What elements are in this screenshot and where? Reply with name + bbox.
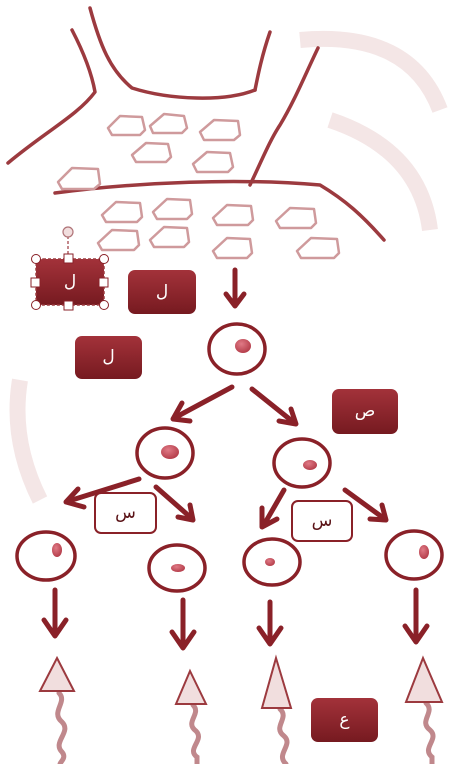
tissue-line-left [6,28,97,165]
arrow-down-3 [256,599,284,647]
tissue-cell [56,166,102,191]
gamete-3 [260,654,293,764]
label-box-top [128,270,196,314]
resize-handle [30,277,41,288]
arrow-down-4 [402,587,430,645]
arrow-split-right-a [259,487,287,530]
resize-handle [98,277,109,288]
resize-handle [63,300,74,311]
cells [15,322,444,593]
label-sin-right: س [291,500,353,542]
tissue-cell [100,200,144,224]
arrow-to-right-cell [249,386,299,427]
gamete-4 [404,655,444,764]
tissue-line-top-left [88,6,257,100]
label-box-ain [311,698,378,742]
gamete-2 [174,668,208,764]
arrow-split-right-b [342,487,389,523]
tissue-line-top-right [253,30,272,92]
arrows [41,267,430,651]
gametes [38,654,444,764]
tissue-cell [211,236,254,260]
nucleus [303,460,317,470]
tissue-outline [6,6,386,242]
label-lam-top: ل [155,281,169,302]
nucleus [52,543,62,557]
parent-cell [207,322,267,376]
resize-handle [99,254,109,264]
label-ain: ع [339,709,350,730]
arrow-to-left-cell [170,384,235,424]
daughter-cell-left [135,426,195,480]
arrow-split-left-b [153,484,196,523]
resize-handle [63,253,74,264]
granddaughter-cell-2 [147,543,207,593]
nucleus [161,445,179,459]
tissue-cell [96,228,141,252]
label-lam-left: ل [102,347,115,367]
arrow-down-2 [169,597,197,651]
arrow-down-to-parent-cell [223,267,247,309]
tissue-cell [198,118,242,142]
label-lam-selected[interactable]: ل [63,271,77,292]
tissue-cells [56,112,341,260]
granddaughter-cell-1 [15,530,77,582]
label-box-left [75,336,142,379]
tissue-cell [148,225,191,249]
background-watermark [9,30,448,504]
tissue-cell [151,197,194,221]
label-box-sad [332,389,398,434]
nucleus [265,558,275,566]
tissue-line-right [248,46,320,187]
label-boxes [75,270,398,742]
granddaughter-cell-3 [242,537,302,587]
nucleus [235,339,251,353]
resize-handle [31,300,41,310]
tissue-cell [106,114,147,137]
gamete-1 [38,655,76,764]
rotation-handle [62,226,74,238]
resize-handle [99,300,109,310]
nucleus [419,545,429,559]
tissue-line-middle [53,179,386,242]
tissue-cell [191,150,235,174]
label-sad: ص [354,401,376,421]
arrow-split-left-a [63,476,142,510]
tissue-cell [211,203,255,227]
tissue-cell [274,206,318,230]
daughter-cell-right [272,437,332,489]
tissue-cell [295,236,341,260]
resize-handle [31,254,41,264]
selection-handles[interactable] [30,226,109,311]
granddaughter-cell-4 [384,529,444,581]
label-sin-left: س [94,492,157,534]
tissue-cell [130,141,173,164]
nucleus [171,564,185,572]
tissue-cell [148,112,189,135]
arrow-down-1 [41,587,69,639]
